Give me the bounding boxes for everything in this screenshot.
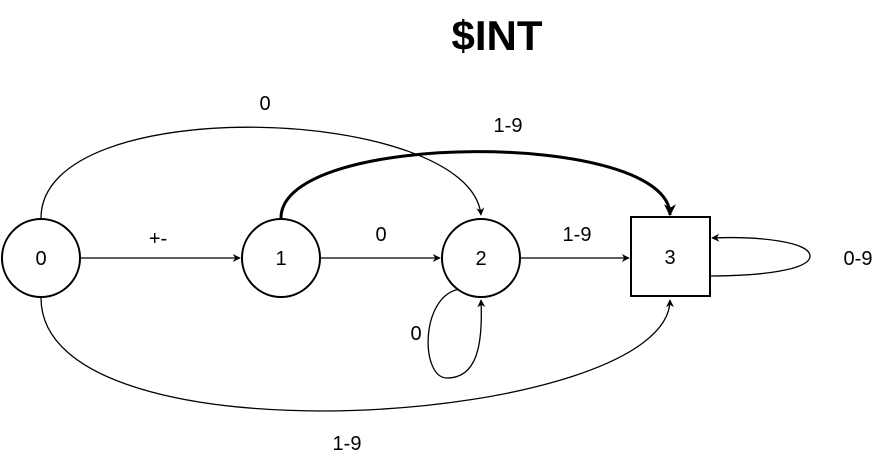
edge-label-0-to-2: 0 (259, 93, 270, 115)
edge-label-3-self-loop: 0-9 (844, 248, 873, 270)
edge-1-to-3 (279, 150, 676, 219)
state-label-3: 3 (664, 247, 675, 269)
state-node-2: 2 (441, 218, 521, 298)
edge-2-self-loop (427, 288, 486, 379)
state-label-0: 0 (35, 248, 46, 270)
state-node-3-accepting: 3 (630, 216, 711, 297)
edge-0-to-2 (40, 126, 485, 219)
state-node-0: 0 (1, 218, 81, 298)
edge-label-0-to-3: 1-9 (333, 433, 362, 455)
edge-label-2-self-loop: 0 (410, 323, 421, 345)
edge-label-1-to-2: 0 (375, 224, 386, 246)
diagram-title: $INT (451, 12, 542, 59)
state-label-1: 1 (275, 248, 286, 270)
edge-3-self-loop (709, 233, 811, 277)
edge-label-2-to-3: 1-9 (563, 224, 592, 246)
edge-label-0-to-1: +- (149, 228, 167, 250)
state-label-2: 2 (475, 248, 486, 270)
state-node-1: 1 (241, 218, 321, 298)
edge-0-to-3 (40, 297, 674, 412)
edge-label-1-to-3: 1-9 (494, 115, 523, 137)
